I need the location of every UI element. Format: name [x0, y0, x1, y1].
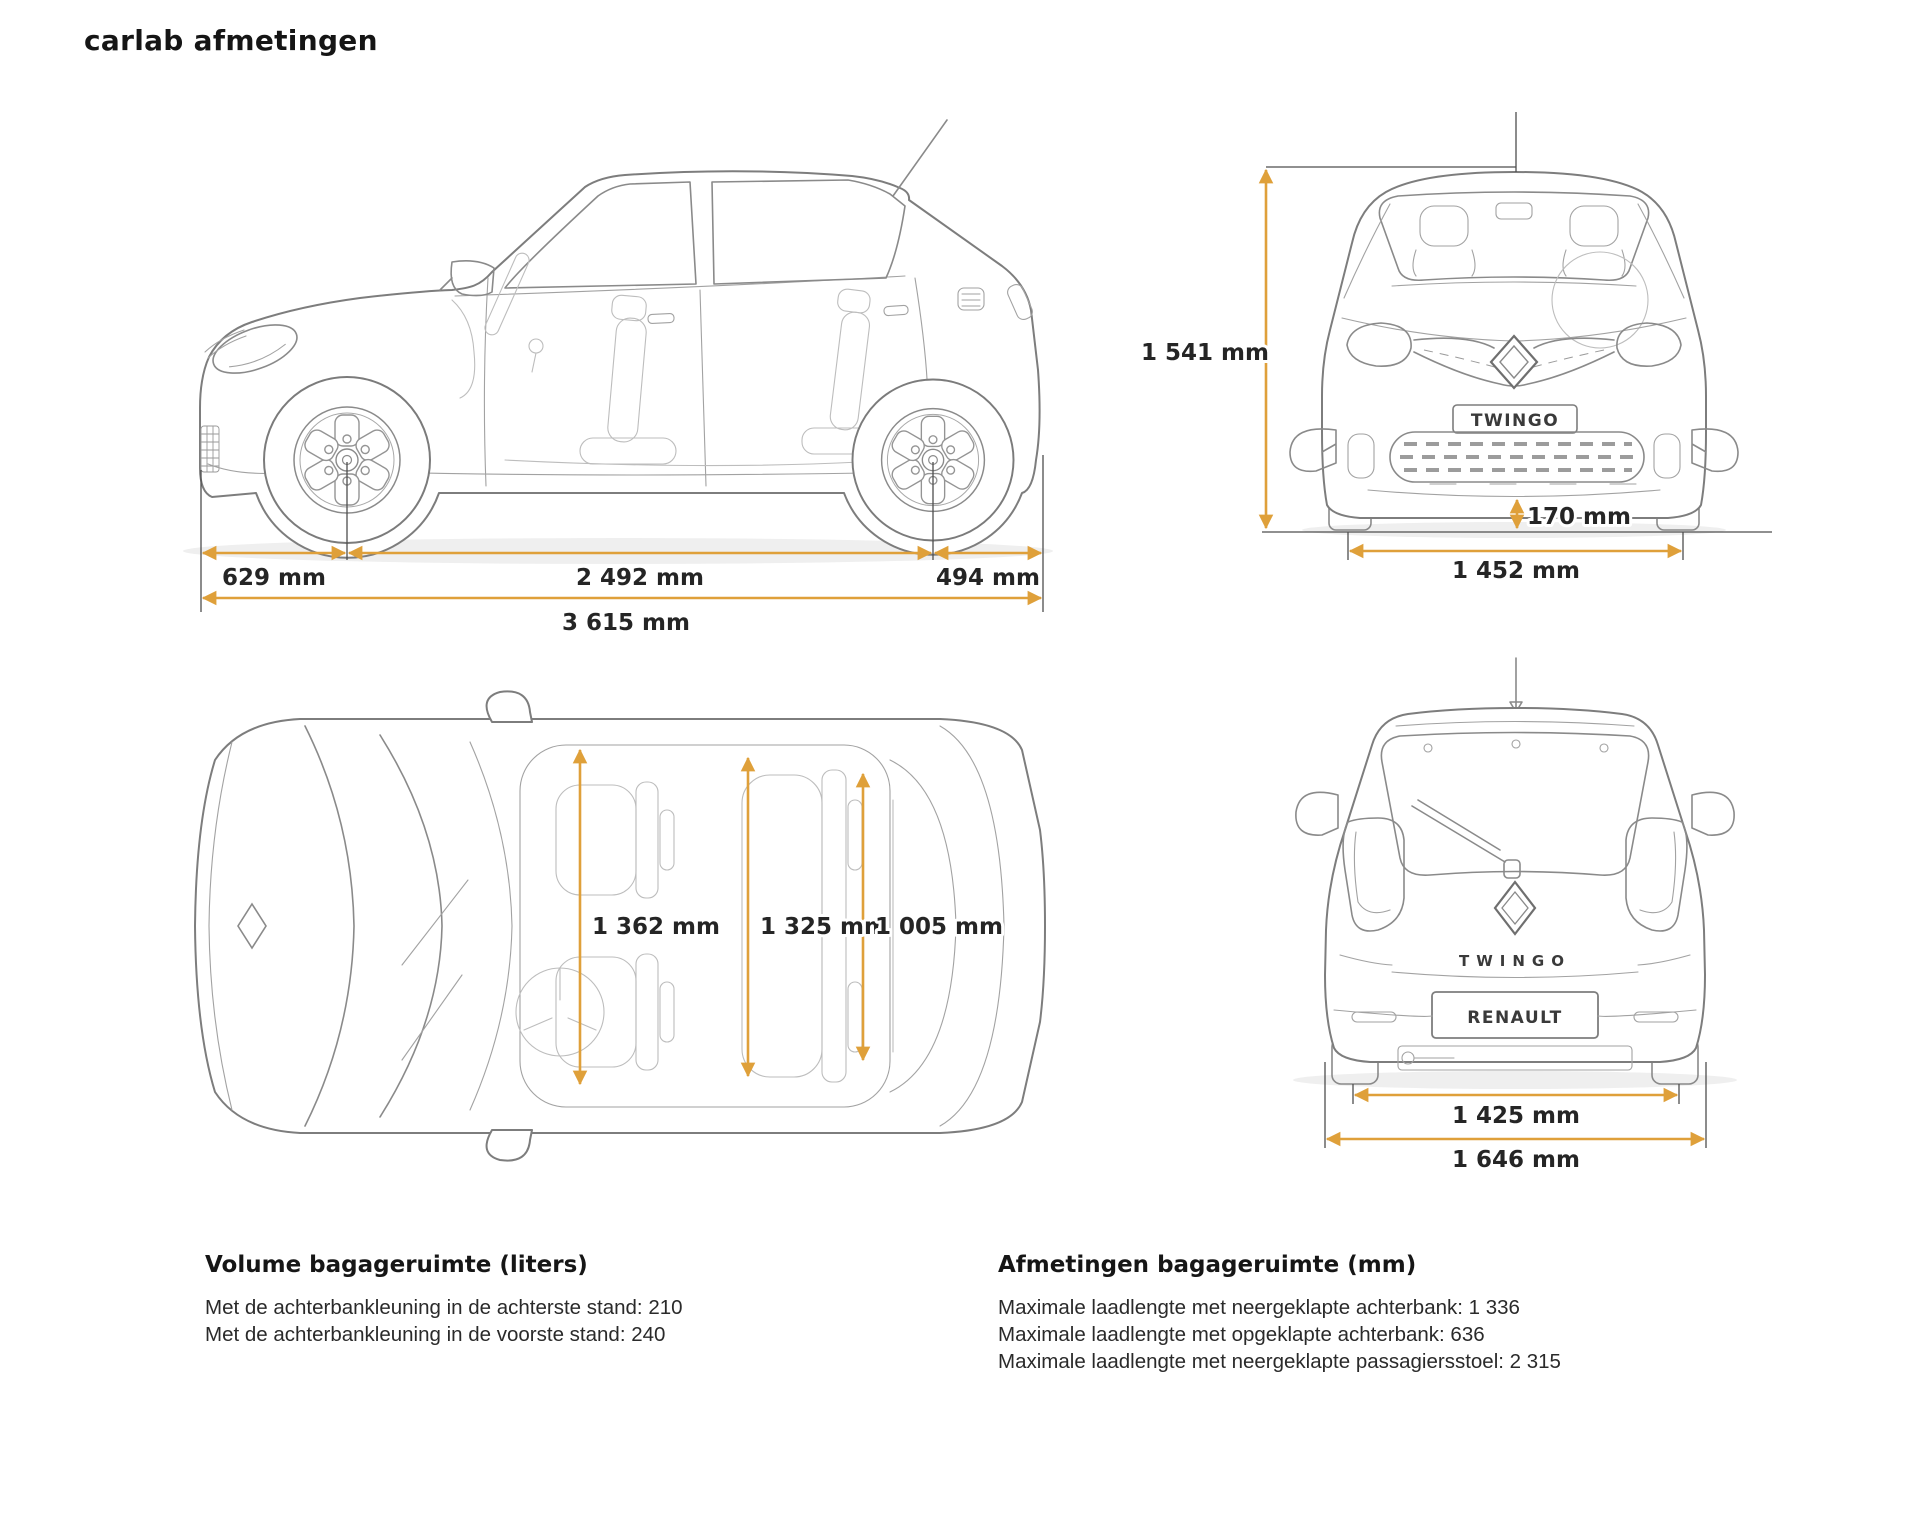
rear-shadow	[1293, 1071, 1737, 1089]
front-rearview-mirror	[1495, 202, 1533, 220]
top-right-mirror-icon	[485, 1129, 533, 1162]
front-left-mirror-icon	[1289, 428, 1337, 473]
front-windshield	[1378, 191, 1650, 282]
front-view-drawing: TWINGO	[1289, 171, 1739, 538]
top-renault-diamond-icon	[237, 902, 267, 950]
page-title: carlab afmetingen	[84, 24, 378, 57]
side-a-pillar-seam	[483, 277, 489, 487]
front-shadow	[1302, 522, 1726, 538]
rear-view-dimensions: 1 425 mm 1 646 mm	[1324, 1062, 1707, 1176]
front-height-label: 1 541 mm	[1141, 340, 1269, 366]
rear-window	[1380, 731, 1650, 876]
side-total-length-label: 3 615 mm	[562, 610, 690, 636]
rear-track-label: 1 425 mm	[1452, 1103, 1580, 1129]
front-lower-grille	[1389, 431, 1645, 483]
side-door-handle-rear	[883, 304, 909, 317]
side-interior	[451, 252, 891, 467]
side-rear-overhang-label: 494 mm	[936, 565, 1040, 591]
top-view-drawing	[194, 690, 1046, 1162]
front-badge-text: TWINGO	[1471, 411, 1559, 431]
side-taillight	[1007, 283, 1033, 321]
front-cowl-line	[1391, 281, 1637, 287]
side-view-drawing	[183, 119, 1053, 564]
boot-dimensions-section: Afmetingen bagageruimte (mm) Maximale la…	[998, 1252, 1758, 1375]
front-a-pillars	[1343, 203, 1685, 299]
side-mirror-icon	[439, 260, 495, 297]
rear-bumper-details	[1333, 1009, 1697, 1071]
side-headlight	[212, 324, 298, 374]
top-roof-panel	[519, 744, 891, 1108]
rear-right-taillight	[1625, 817, 1688, 932]
boot-volume-heading: Volume bagageruimte (liters)	[205, 1252, 588, 1278]
front-steering-wheel	[1551, 251, 1649, 349]
front-view-dimensions: 1 541 mm 170 mm 1 452 mm	[1138, 112, 1772, 587]
top-wipers	[401, 879, 469, 1061]
front-track-label: 1 452 mm	[1452, 558, 1580, 584]
front-fog-lights	[1347, 433, 1681, 479]
side-b-pillar-seam	[699, 289, 707, 487]
rear-left-taillight	[1342, 817, 1405, 932]
side-antenna	[892, 119, 948, 197]
rear-tailgate-lines	[1339, 954, 1691, 979]
front-bumper-lines	[1367, 483, 1661, 498]
rear-plate-text: RENAULT	[1467, 1008, 1562, 1028]
top-front-fascia	[208, 741, 233, 1111]
side-front-window	[504, 181, 697, 289]
top-rear-width-label: 1 325 mm	[760, 914, 888, 940]
top-front-seats	[515, 781, 675, 1071]
front-badge-plate: TWINGO	[1452, 404, 1578, 434]
boot-dimensions-heading: Afmetingen bagageruimte (mm)	[998, 1252, 1417, 1278]
front-right-headlight	[1616, 322, 1682, 367]
rear-left-mirror-icon	[1295, 791, 1339, 836]
rear-license-plate: RENAULT	[1431, 991, 1599, 1039]
top-hood-edge	[304, 725, 355, 1127]
top-front-width-label: 1 362 mm	[592, 914, 720, 940]
top-left-mirror-icon	[485, 690, 533, 723]
side-rear-window	[711, 179, 906, 285]
rear-renault-diamond-icon	[1493, 880, 1537, 936]
top-rear-window	[889, 759, 957, 1093]
front-grille-moustache	[1413, 334, 1615, 390]
front-left-headlight	[1346, 322, 1412, 367]
side-front-overhang-label: 629 mm	[222, 565, 326, 591]
rear-wiper	[1411, 799, 1521, 879]
boot-volume-line: Met de achterbankleuning in de voorste s…	[205, 1323, 666, 1346]
side-drl	[204, 329, 247, 359]
top-body-outline	[194, 718, 1046, 1134]
front-right-mirror-icon	[1691, 428, 1739, 473]
front-headrests	[1412, 205, 1626, 277]
rear-model-badge: TWINGO	[1459, 952, 1571, 970]
rear-antenna	[1509, 657, 1523, 713]
rear-view-drawing: TWINGO RENAULT	[1293, 657, 1737, 1089]
boot-volume-line: Met de achterbankleuning in de achterste…	[205, 1296, 683, 1319]
side-door-handle-front	[647, 312, 675, 325]
rear-width-label: 1 646 mm	[1452, 1147, 1580, 1173]
side-rear-vent	[957, 287, 985, 311]
top-windshield-base	[379, 734, 443, 1118]
top-view-dimensions: 1 362 mm 1 325 mm 1 005 mm	[572, 748, 1006, 1086]
rear-right-mirror-icon	[1691, 791, 1735, 836]
top-windshield-top	[469, 741, 513, 1111]
top-boot-width-label: 1 005 mm	[875, 914, 1003, 940]
front-clearance-label: 170 mm	[1527, 504, 1631, 530]
boot-volume-section: Volume bagageruimte (liters) Met de acht…	[205, 1252, 965, 1348]
boot-dimensions-line: Maximale laadlengte met neergeklapte ach…	[998, 1296, 1520, 1319]
side-grille-hatch	[200, 425, 220, 473]
rear-spoiler-line	[1395, 720, 1635, 727]
boot-dimensions-line: Maximale laadlengte met opgeklapte achte…	[998, 1323, 1485, 1346]
top-hatch-edge	[939, 725, 1005, 1127]
side-wheelbase-label: 2 492 mm	[576, 565, 704, 591]
side-view-dimensions: 629 mm 2 492 mm 494 mm 3 615 mm	[200, 455, 1044, 639]
boot-dimensions-line: Maximale laadlengte met neergeklapte pas…	[998, 1350, 1561, 1373]
front-renault-diamond-icon	[1489, 334, 1539, 390]
